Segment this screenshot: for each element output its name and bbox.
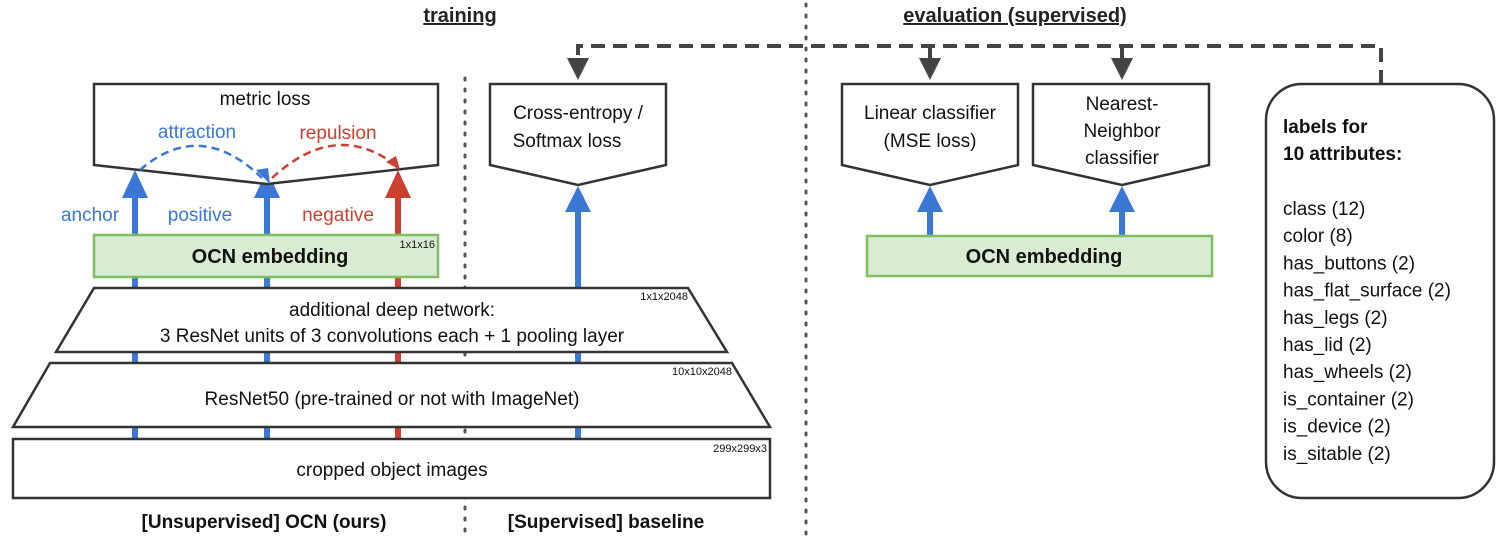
ocn-embedding-eval-label: OCN embedding <box>966 246 1123 268</box>
footer-supervised: [Supervised] baseline <box>508 512 704 533</box>
dashed-arrowhead-nn <box>1111 58 1133 80</box>
label-attribute-item: is_sitable (2) <box>1283 444 1391 465</box>
cross-entropy-line2: Softmax loss <box>513 131 622 152</box>
nn-classifier-line3: classifier <box>1085 148 1160 169</box>
positive-label: positive <box>168 205 232 226</box>
label-attribute-item: has_legs (2) <box>1283 308 1388 329</box>
deep-network-line1: additional deep network: <box>289 300 495 321</box>
labels-title-2: 10 attributes: <box>1283 144 1402 165</box>
anchor-arrowhead <box>122 170 148 198</box>
nn-eval-arrowhead <box>1109 186 1135 212</box>
label-attribute-item: class (12) <box>1283 199 1365 220</box>
repulsion-arc-head <box>386 156 400 170</box>
labels-dashed-connector <box>576 44 1383 84</box>
attraction-label: attraction <box>158 122 236 143</box>
negative-arrowhead <box>385 170 411 198</box>
labels-box <box>1264 82 1496 500</box>
deep-network-dim: 1x1x2048 <box>640 291 688 303</box>
dashed-arrowhead-linear <box>919 58 941 80</box>
negative-label: negative <box>302 205 374 226</box>
label-attribute-item: has_wheels (2) <box>1283 362 1412 383</box>
ocn-embedding-eval-box <box>865 234 1214 278</box>
label-attribute-item: has_lid (2) <box>1283 335 1372 356</box>
labels-title-1: labels for <box>1283 117 1368 138</box>
label-attribute-item: color (8) <box>1283 226 1353 247</box>
cross-entropy-box <box>488 82 668 187</box>
repulsion-arc <box>271 143 395 179</box>
deep-network-box <box>53 286 730 354</box>
ocn-embedding-train-dim: 1x1x16 <box>400 239 435 251</box>
resnet-dim: 10x10x2048 <box>672 366 732 378</box>
resnet-label: ResNet50 (pre-trained or not with ImageN… <box>205 389 580 410</box>
nn-classifier-line2: Neighbor <box>1083 121 1161 142</box>
dashed-arrowhead-cross-entropy <box>567 58 589 80</box>
linear-eval-arrowhead <box>917 186 943 212</box>
repulsion-label: repulsion <box>299 123 376 144</box>
label-attribute-item: is_container (2) <box>1283 389 1414 410</box>
images-box <box>11 437 772 500</box>
images-label: cropped object images <box>296 460 487 481</box>
training-header: training <box>423 5 496 27</box>
label-attribute-item: has_flat_surface (2) <box>1283 281 1451 302</box>
linear-classifier-box <box>840 82 1020 187</box>
metric-loss-box <box>92 82 440 186</box>
resnet-box <box>10 361 773 429</box>
nn-classifier-box <box>1031 82 1211 187</box>
label-attribute-item: has_buttons (2) <box>1283 253 1415 274</box>
evaluation-header: evaluation (supervised) <box>903 5 1126 27</box>
attraction-arc-head <box>256 168 270 184</box>
footer-unsupervised: [Unsupervised] OCN (ours) <box>142 512 387 533</box>
linear-classifier-line2: (MSE loss) <box>884 131 977 152</box>
anchor-label: anchor <box>61 205 120 226</box>
ocn-embedding-train-label: OCN embedding <box>192 246 349 268</box>
labels-items: class (12) color (8) has_buttons (2) has_fl… <box>1283 199 1451 465</box>
deep-network-line2: 3 ResNet units of 3 convolutions each + … <box>160 326 625 347</box>
attraction-arc <box>139 144 263 179</box>
baseline-arrowhead <box>565 186 591 212</box>
ocn-embedding-train-box <box>92 233 440 279</box>
metric-loss-title: metric loss <box>220 89 311 110</box>
label-attribute-item: is_device (2) <box>1283 417 1391 438</box>
cross-entropy-line1: Cross-entropy / <box>513 103 644 124</box>
nn-classifier-line1: Nearest- <box>1086 94 1159 115</box>
images-dim: 299x299x3 <box>713 443 767 455</box>
linear-classifier-line1: Linear classifier <box>864 103 997 124</box>
